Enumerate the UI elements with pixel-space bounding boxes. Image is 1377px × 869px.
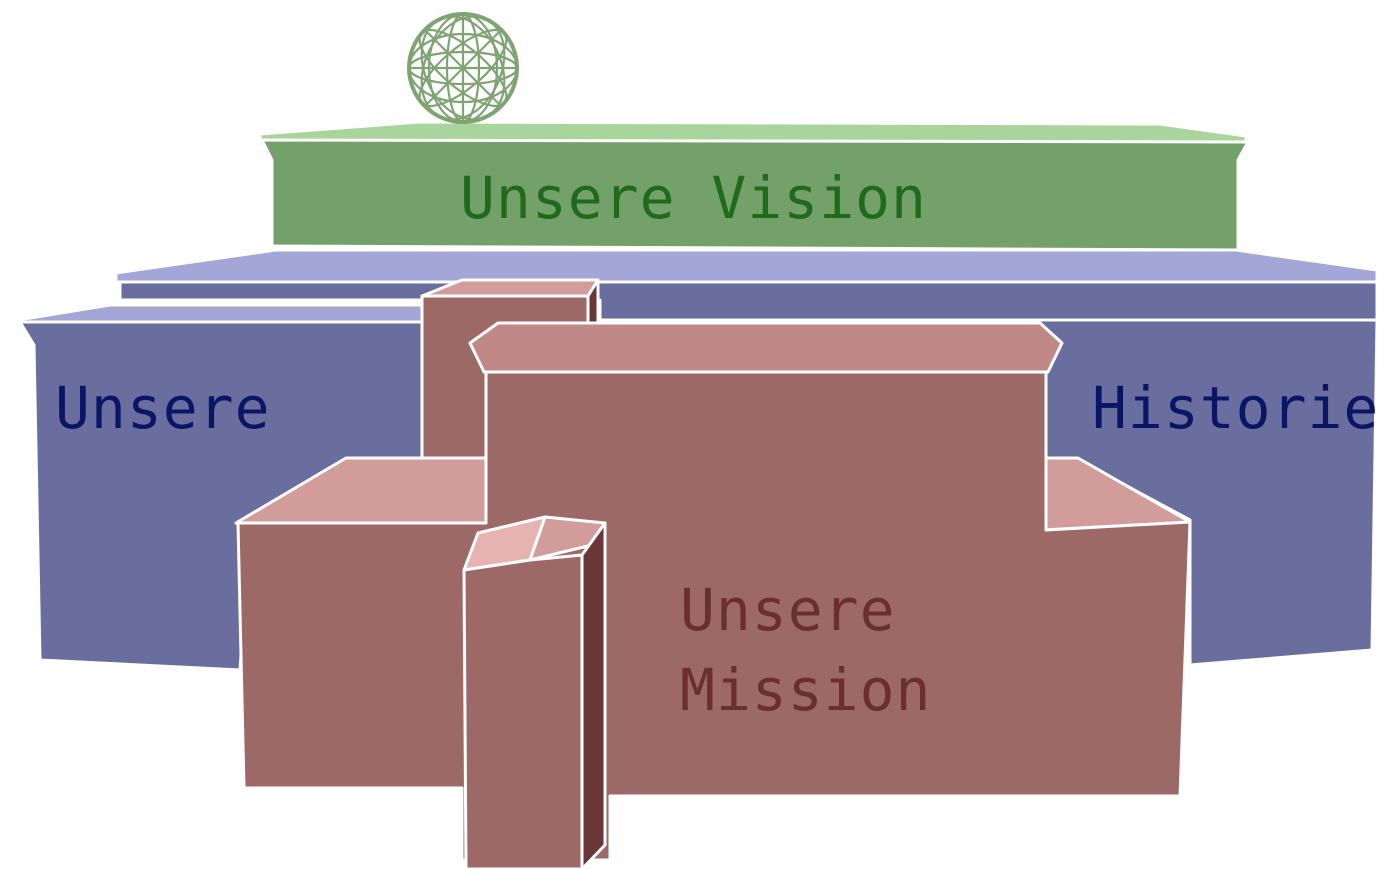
mission-pillar-front xyxy=(462,553,584,869)
vision-front xyxy=(260,138,1250,252)
mission-main-cornice xyxy=(468,321,1064,374)
vision-block[interactable] xyxy=(258,120,1250,252)
history-block[interactable] xyxy=(16,248,1377,672)
mission-block[interactable] xyxy=(234,278,1192,869)
history-top-slab xyxy=(114,248,1377,284)
history-left-top xyxy=(16,303,432,324)
mission-pillar-side xyxy=(580,521,607,869)
wireframe-globe-icon xyxy=(407,12,519,124)
